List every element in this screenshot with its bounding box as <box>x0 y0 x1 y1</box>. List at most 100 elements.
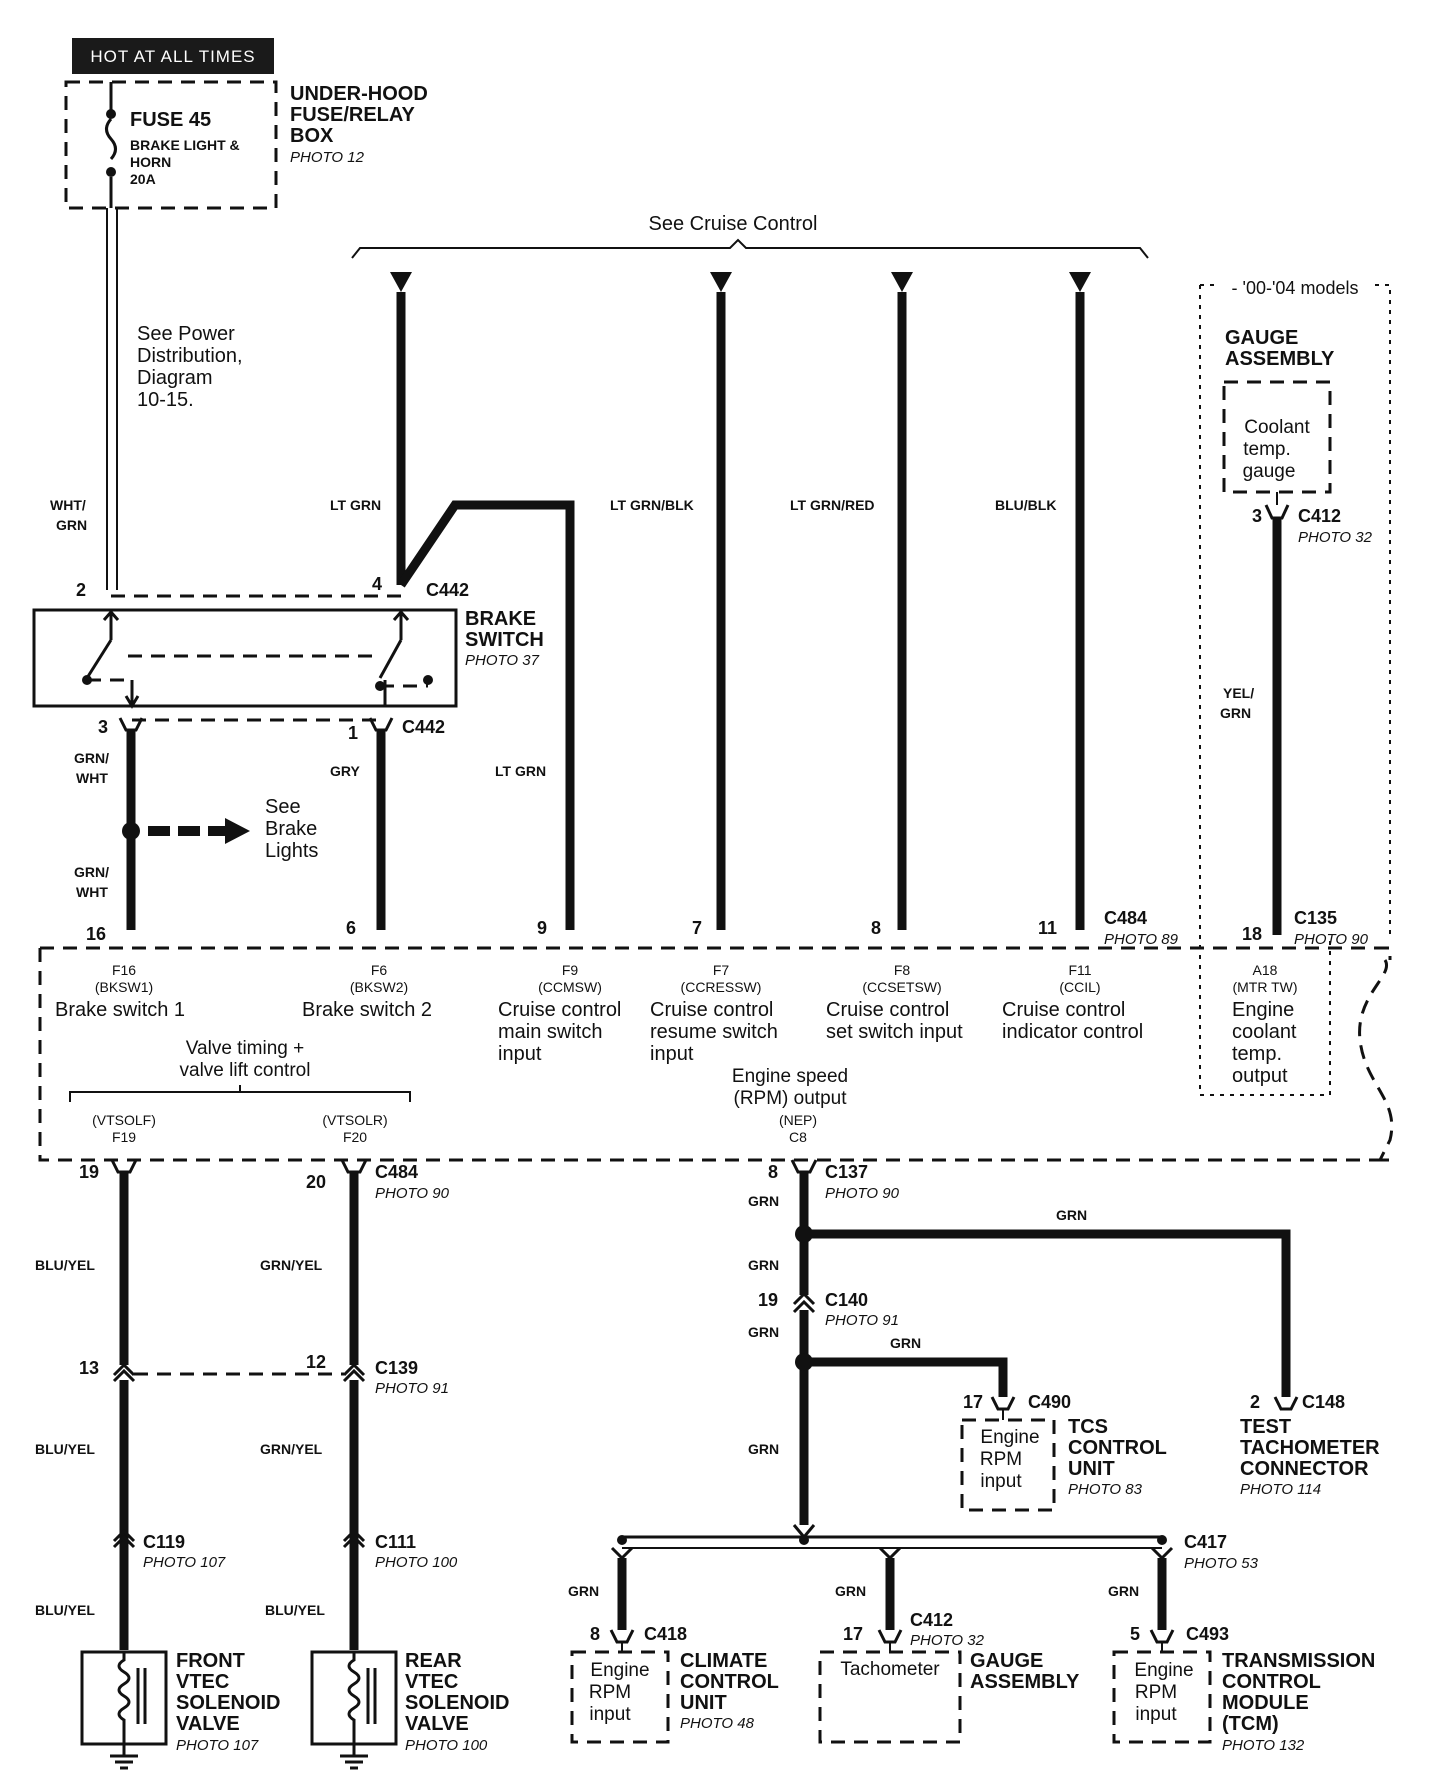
svg-text:UNIT: UNIT <box>1068 1458 1115 1480</box>
c484-bottom: C484 <box>375 1162 418 1182</box>
test-tachometer-connector: 2 C148 TEST TACHOMETER CONNECTOR PHOTO 1… <box>1240 1392 1380 1498</box>
svg-text:Valve timing +: Valve timing + <box>186 1038 304 1059</box>
svg-text:PHOTO 91: PHOTO 91 <box>825 1312 899 1329</box>
svg-text:8: 8 <box>590 1624 600 1644</box>
wire-blu-blk: BLU/BLK <box>995 292 1085 930</box>
fuse-desc-1: BRAKE LIGHT & <box>130 137 240 153</box>
svg-text:main switch: main switch <box>498 1021 602 1043</box>
gauge-assembly-title-1: GAUGE <box>1225 327 1298 349</box>
svg-text:Brake switch 1: Brake switch 1 <box>55 999 185 1021</box>
svg-text:Distribution,: Distribution, <box>137 345 243 367</box>
svg-text:GRN/YEL: GRN/YEL <box>260 1441 323 1457</box>
svg-text:temp.: temp. <box>1243 439 1291 460</box>
gauge-assembly-title-2: ASSEMBLY <box>1225 348 1335 370</box>
fusebox-photo: PHOTO 12 <box>290 149 365 166</box>
pcm-pin-f9: 9 F9 (CCMSW) Cruise control main switch … <box>498 918 621 1065</box>
svg-text:(MTR TW): (MTR TW) <box>1232 979 1297 995</box>
c119: C119 <box>143 1532 185 1552</box>
svg-text:8: 8 <box>768 1162 778 1182</box>
brake-switch-title-1: BRAKE <box>465 608 536 630</box>
c412-bottom: C412 <box>910 1610 953 1630</box>
svg-text:CONTROL: CONTROL <box>1068 1437 1167 1459</box>
svg-text:TACHOMETER: TACHOMETER <box>1240 1437 1380 1459</box>
svg-text:CONTROL: CONTROL <box>1222 1671 1321 1693</box>
coolant-temp-gauge-box <box>1222 380 1332 494</box>
svg-text:GRN/: GRN/ <box>74 750 109 766</box>
svg-text:input: input <box>650 1043 694 1065</box>
svg-text:Brake: Brake <box>265 818 317 840</box>
svg-text:indicator control: indicator control <box>1002 1021 1143 1043</box>
svg-text:Brake switch 2: Brake switch 2 <box>302 999 432 1021</box>
wire-lt-grn-blk: LT GRN/BLK <box>610 292 726 930</box>
wire-rpm-output: 8 C137 PHOTO 90 GRN GRN GRN 19 C140 PHOT… <box>748 1159 1291 1540</box>
c135: C135 <box>1294 908 1337 928</box>
svg-text:Engine: Engine <box>1232 999 1294 1021</box>
svg-text:(CCIL): (CCIL) <box>1059 979 1100 995</box>
fusebox-title-3: BOX <box>290 125 334 147</box>
svg-text:PHOTO 48: PHOTO 48 <box>680 1715 755 1732</box>
svg-text:7: 7 <box>692 918 702 938</box>
svg-text:CONNECTOR: CONNECTOR <box>1240 1458 1369 1480</box>
svg-text:resume switch: resume switch <box>650 1021 778 1043</box>
svg-text:PHOTO 37: PHOTO 37 <box>465 652 540 669</box>
fuse-symbol <box>105 117 117 161</box>
see-cruise-control-bracket: See Cruise Control <box>351 213 1149 292</box>
svg-text:WHT/: WHT/ <box>50 497 86 513</box>
svg-text:See Cruise Control: See Cruise Control <box>649 213 818 235</box>
pcm-valve-timing-group: Valve timing + valve lift control (VTSOL… <box>69 1038 411 1145</box>
svg-text:GRN: GRN <box>56 517 87 533</box>
wire-lt-grn-cruise: LT GRN <box>330 292 575 930</box>
svg-text:Engine: Engine <box>590 1660 649 1681</box>
svg-text:coolant: coolant <box>1232 1021 1297 1043</box>
svg-text:GRN: GRN <box>748 1257 779 1273</box>
fuse-terminal-top <box>106 109 116 119</box>
svg-text:BLU/YEL: BLU/YEL <box>35 1257 95 1273</box>
svg-text:gauge: gauge <box>1243 461 1296 482</box>
c139: C139 <box>375 1358 418 1378</box>
svg-text:GRN: GRN <box>568 1583 599 1599</box>
svg-text:PHOTO 100: PHOTO 100 <box>405 1737 488 1754</box>
svg-text:output: output <box>1232 1065 1288 1087</box>
svg-text:11: 11 <box>1038 918 1057 938</box>
svg-text:SOLENOID: SOLENOID <box>405 1692 509 1714</box>
svg-text:18: 18 <box>1242 924 1262 944</box>
svg-text:4: 4 <box>372 574 382 594</box>
svg-text:GRN: GRN <box>748 1441 779 1457</box>
svg-text:ASSEMBLY: ASSEMBLY <box>970 1671 1080 1693</box>
svg-text:PHOTO 89: PHOTO 89 <box>1104 931 1179 948</box>
tcs-control-unit: Engine RPM input 17 C490 TCS CONTROL UNI… <box>960 1392 1167 1512</box>
c417-junction: C417 PHOTO 53 GRN GRN GRN <box>568 1532 1259 1630</box>
svg-text:See: See <box>265 796 301 818</box>
under-hood-fuse-relay-box: FUSE 45 BRAKE LIGHT & HORN 20A UNDER-HOO… <box>64 80 428 210</box>
svg-text:GRN/YEL: GRN/YEL <box>260 1257 323 1273</box>
svg-text:PHOTO 114: PHOTO 114 <box>1240 1481 1321 1498</box>
svg-text:GAUGE: GAUGE <box>970 1650 1043 1672</box>
svg-text:SOLENOID: SOLENOID <box>176 1692 280 1714</box>
svg-text:GRN/: GRN/ <box>74 864 109 880</box>
wire-gry: GRY LT GRN <box>330 717 546 930</box>
svg-text:TCS: TCS <box>1068 1416 1108 1438</box>
splice-brake-lights <box>122 822 140 840</box>
pcm-pin-f6: 6 F6 (BKSW2) Brake switch 2 <box>302 918 432 1021</box>
svg-text:set switch input: set switch input <box>826 1021 963 1043</box>
see-brake-lights-note: See Brake Lights <box>265 796 318 862</box>
svg-text:13: 13 <box>79 1358 99 1378</box>
svg-text:(CCSETSW): (CCSETSW) <box>862 979 941 995</box>
c417: C417 <box>1184 1532 1227 1552</box>
svg-text:PHOTO 107: PHOTO 107 <box>143 1554 226 1571</box>
svg-text:PHOTO 90: PHOTO 90 <box>375 1185 450 1202</box>
svg-text:(CCRESSW): (CCRESSW) <box>681 979 762 995</box>
pcm-pin-f8: 8 F8 (CCSETSW) Cruise control set switch… <box>826 918 963 1043</box>
svg-text:YEL/: YEL/ <box>1223 685 1254 701</box>
fuse-terminal-bottom <box>106 167 116 177</box>
svg-text:(CCMSW): (CCMSW) <box>538 979 602 995</box>
svg-text:(RPM) output: (RPM) output <box>734 1088 848 1109</box>
svg-text:F11: F11 <box>1068 962 1091 978</box>
c148: C148 <box>1302 1392 1345 1412</box>
svg-text:GRN: GRN <box>1220 705 1251 721</box>
brake-switch: 2 4 C442 BRAKE SWITCH PHOTO 37 3 1 C442 <box>32 574 544 743</box>
svg-text:CONTROL: CONTROL <box>680 1671 779 1693</box>
svg-text:19: 19 <box>79 1162 99 1182</box>
svg-text:PHOTO 32: PHOTO 32 <box>910 1632 985 1649</box>
